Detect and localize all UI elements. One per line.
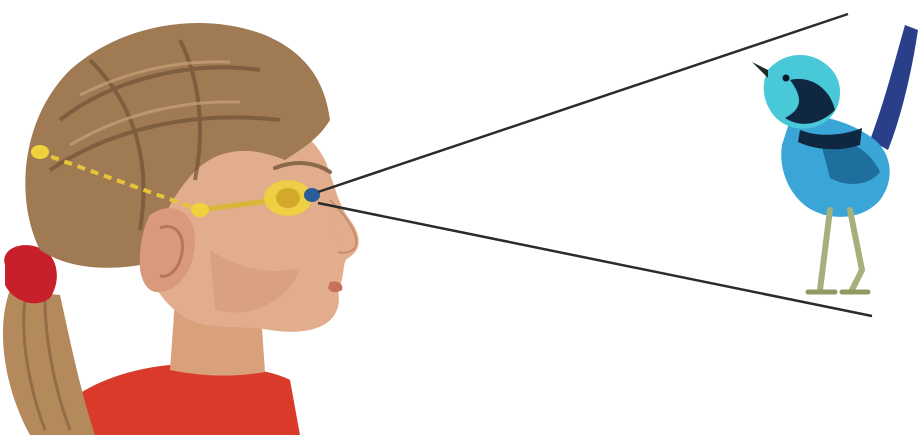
bird-tail [870,25,918,150]
pathway-node [191,203,209,217]
ponytail [3,290,95,435]
bird-beak [752,62,768,78]
bird [752,25,918,292]
visual-cortex-node [31,145,49,159]
bird-eye [783,75,790,82]
bird-legs [820,210,862,290]
child-figure [3,23,359,435]
lower-sight-line [318,203,872,316]
eye-lens [276,188,300,208]
pupil [304,188,320,202]
red-shirt [60,364,300,435]
